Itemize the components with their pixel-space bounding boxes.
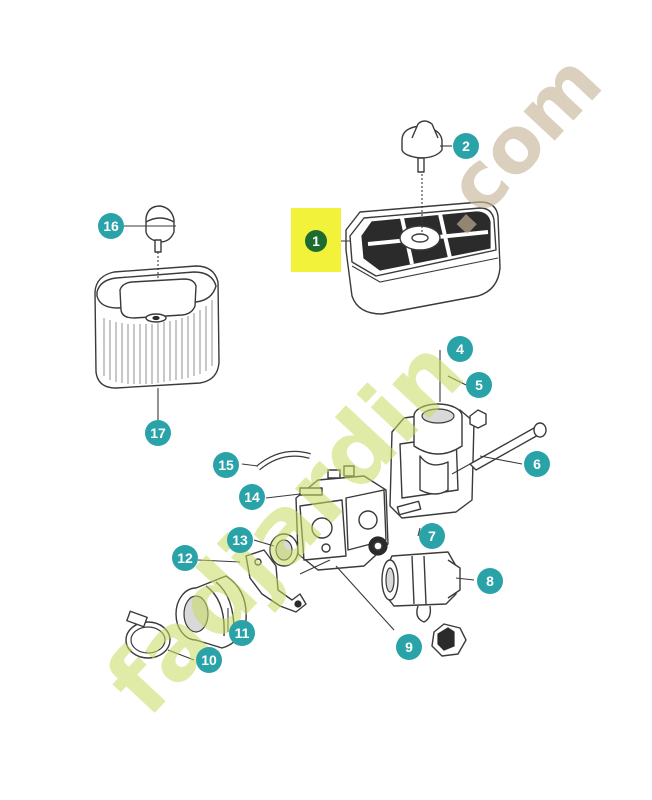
callout-circle: [466, 372, 492, 398]
hose-clamp-part-10: [125, 610, 171, 659]
callout-circle: [98, 213, 124, 239]
callout-2[interactable]: 2: [453, 133, 479, 159]
cap-part-9: [431, 623, 467, 657]
callout-circle: [524, 451, 550, 477]
callout-circle: [229, 620, 255, 646]
callout-label: 15: [218, 457, 234, 473]
callout-13[interactable]: 13: [227, 527, 253, 553]
callout-17[interactable]: 17: [145, 420, 171, 446]
callout-circle: [305, 230, 327, 252]
callout-circle: [477, 568, 503, 594]
callout-label: 17: [150, 425, 166, 441]
callout-label: 4: [456, 341, 464, 357]
callout-circle: [196, 647, 222, 673]
leader-lines: [124, 145, 523, 661]
carburetor-part-14: [295, 465, 422, 571]
fuel-hose-part-15: [256, 450, 311, 471]
callout-label: 6: [533, 456, 541, 472]
callout-label: 13: [232, 532, 248, 548]
callout-4[interactable]: 4: [447, 336, 473, 362]
air-filter-cover-part-1: [345, 201, 501, 315]
callout-label: 1: [312, 233, 320, 249]
callout-label: 2: [462, 138, 470, 154]
watermark: fadjardin .com: [86, 37, 620, 735]
callout-label: 10: [201, 652, 217, 668]
callout-5[interactable]: 5: [466, 372, 492, 398]
callout-label: 8: [486, 573, 494, 589]
callout-16[interactable]: 16: [98, 213, 124, 239]
callout-7[interactable]: 7: [419, 523, 445, 549]
callout-label: 14: [244, 489, 260, 505]
callout-circle: [239, 484, 265, 510]
callout-circle: [227, 527, 253, 553]
solenoid-part-8: [381, 551, 461, 623]
callout-label: 7: [428, 528, 436, 544]
intake-boot-part-11: [175, 575, 247, 649]
callout-circle: [172, 545, 198, 571]
callout-14[interactable]: 14: [239, 484, 265, 510]
callout-circle: [213, 452, 239, 478]
callout-label: 16: [103, 218, 119, 234]
callout-label: 9: [405, 639, 413, 655]
callout-15[interactable]: 15: [213, 452, 239, 478]
callout-label: 5: [475, 377, 483, 393]
callout-6[interactable]: 6: [524, 451, 550, 477]
air-filter-part-17: [94, 265, 220, 389]
callout-circle: [396, 634, 422, 660]
callout-circle: [419, 523, 445, 549]
bracket-part-12: [245, 549, 307, 613]
callout-8[interactable]: 8: [477, 568, 503, 594]
callout-1[interactable]: 1: [291, 208, 341, 272]
callout-circle: [447, 336, 473, 362]
callout-label: 12: [177, 550, 193, 566]
callout-circle: [453, 133, 479, 159]
callout-9[interactable]: 9: [396, 634, 422, 660]
intake-adapter-part-5: [389, 403, 487, 519]
bolt-part-6: [451, 422, 547, 475]
gasket-part-13: [269, 533, 299, 567]
callout-11[interactable]: 11: [229, 620, 255, 646]
callout-circle: [145, 420, 171, 446]
callout-12[interactable]: 12: [172, 545, 198, 571]
cover-knob-part-2: [401, 120, 443, 232]
callout-label: 11: [235, 625, 250, 641]
knob-part-16: [145, 205, 175, 278]
callout-10[interactable]: 10: [196, 647, 222, 673]
